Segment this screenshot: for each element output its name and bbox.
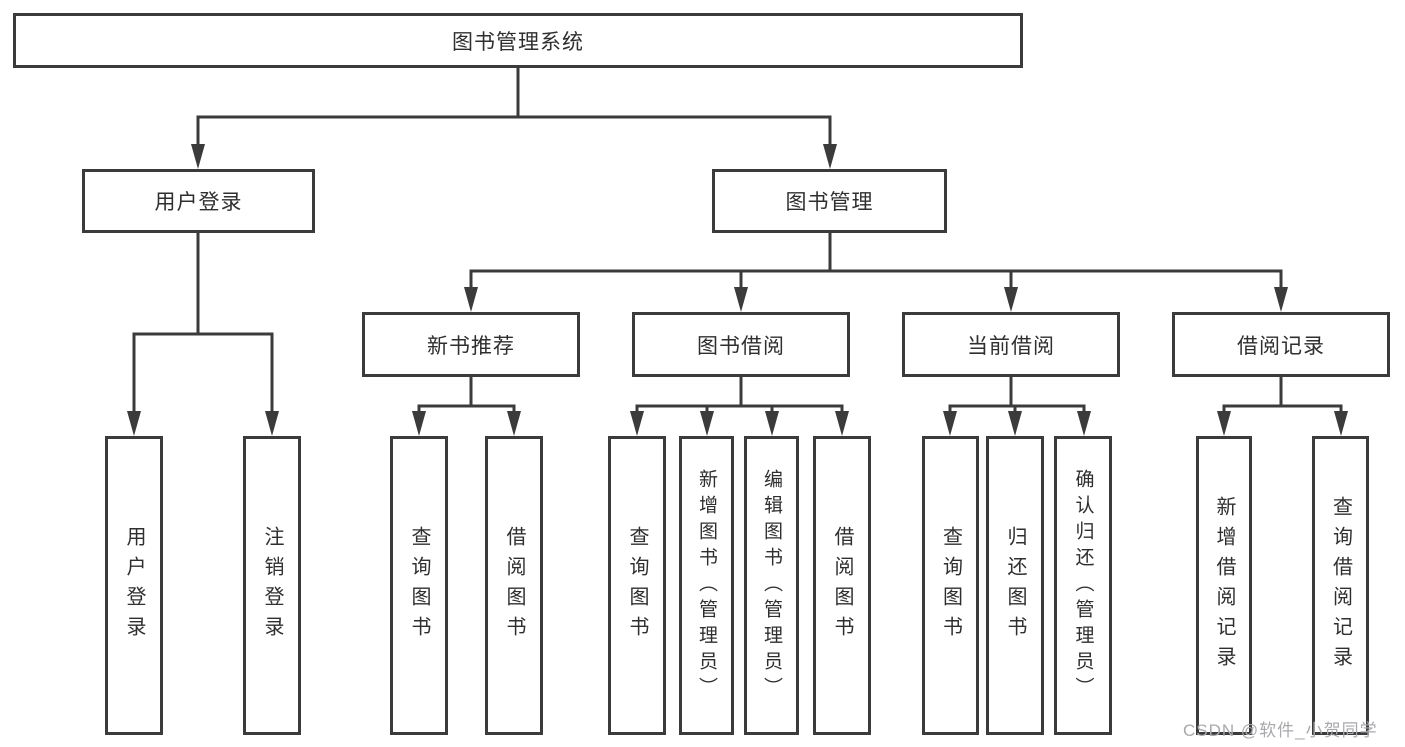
leaf-current-query-label: 查询图书 (939, 525, 962, 646)
csdn-watermark: CSDN @软件_小贺同学 (1183, 721, 1378, 740)
leaf-user-login: 用户登录 (105, 436, 163, 735)
node-root: 图书管理系统 (13, 13, 1023, 68)
leaf-records-query: 查询借阅记录 (1312, 436, 1369, 735)
leaf-logout-label: 注销登录 (261, 525, 283, 646)
leaf-borrow-edit-label: 编辑图书（管理员） (761, 468, 782, 703)
leaf-newbook-query: 查询图书 (390, 436, 448, 735)
node-new-book: 新书推荐 (362, 312, 580, 377)
leaf-borrow-borrow-label: 借阅图书 (831, 525, 853, 646)
leaf-newbook-borrow: 借阅图书 (485, 436, 543, 735)
node-new-book-label: 新书推荐 (427, 334, 515, 358)
node-user-login: 用户登录 (82, 169, 315, 233)
node-current-borrow-label: 当前借阅 (967, 334, 1055, 358)
leaf-current-confirm-label: 确认归还（管理员） (1072, 468, 1094, 703)
leaf-current-return-label: 归还图书 (1004, 525, 1026, 646)
leaf-borrow-add: 新增图书（管理员） (679, 436, 734, 735)
node-current-borrow: 当前借阅 (902, 312, 1120, 377)
leaf-borrow-borrow: 借阅图书 (813, 436, 871, 735)
leaf-logout: 注销登录 (243, 436, 301, 735)
node-book-borrow: 图书借阅 (632, 312, 850, 377)
leaf-borrow-edit: 编辑图书（管理员） (744, 436, 799, 735)
leaf-current-query: 查询图书 (922, 436, 979, 735)
leaf-current-confirm: 确认归还（管理员） (1054, 436, 1112, 735)
leaf-borrow-query: 查询图书 (608, 436, 666, 735)
leaf-user-login-label: 用户登录 (123, 525, 145, 646)
leaf-records-query-label: 查询借阅记录 (1329, 495, 1352, 676)
node-book-borrow-label: 图书借阅 (697, 334, 785, 358)
leaf-borrow-query-label: 查询图书 (626, 525, 648, 646)
node-book-mgmt: 图书管理 (712, 169, 947, 233)
leaf-borrow-add-label: 新增图书（管理员） (696, 468, 717, 703)
node-user-login-label: 用户登录 (154, 191, 243, 214)
leaf-newbook-query-label: 查询图书 (408, 525, 430, 646)
node-book-mgmt-label: 图书管理 (785, 191, 874, 214)
leaf-records-add-label: 新增借阅记录 (1213, 495, 1235, 676)
leaf-records-add: 新增借阅记录 (1196, 436, 1252, 735)
node-root-label: 图书管理系统 (452, 30, 584, 54)
node-borrow-records: 借阅记录 (1172, 312, 1390, 377)
leaf-newbook-borrow-label: 借阅图书 (503, 525, 525, 646)
leaf-current-return: 归还图书 (986, 436, 1044, 735)
node-borrow-records-label: 借阅记录 (1237, 334, 1325, 358)
